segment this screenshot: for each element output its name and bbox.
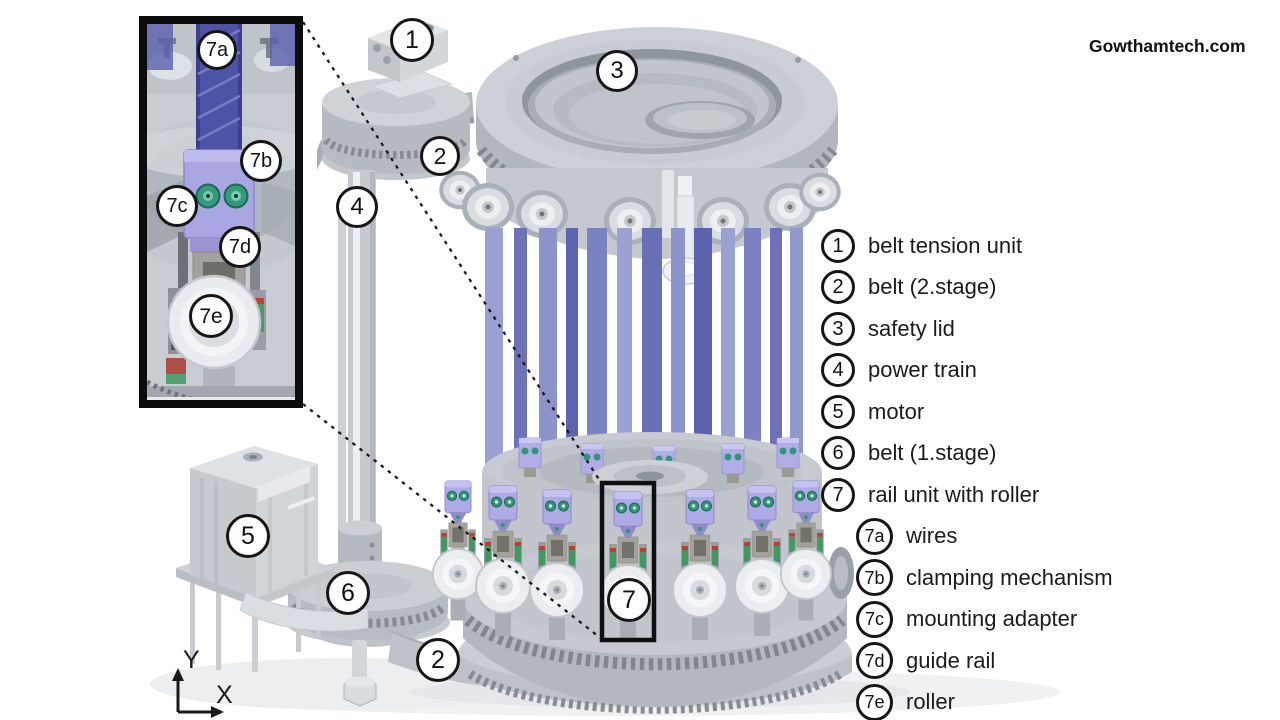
- safety-lid: [535, 60, 769, 148]
- legend-label: guide rail: [906, 647, 996, 673]
- callout-inset-guide-rail: 7d: [219, 226, 261, 268]
- legend-num: 6: [821, 436, 855, 471]
- y-axis-label: Y: [183, 646, 200, 674]
- legend-row-belt-stage1: 6 belt (1.stage): [821, 433, 1113, 475]
- callout-belt-stage1: 6: [326, 571, 370, 615]
- legend-row-clamping-mechanism: 7b clamping mechanism: [856, 557, 1113, 599]
- legend-label: wires: [906, 523, 958, 549]
- legend-label: mounting adapter: [906, 606, 1078, 632]
- base-bolt: [343, 640, 377, 707]
- zoom-dashed-lines: [302, 21, 604, 641]
- legend-num: 7c: [856, 600, 893, 638]
- callout-safety-lid: 3: [596, 50, 638, 92]
- callout-inset-roller: 7e: [189, 294, 233, 338]
- legend-label: belt (1.stage): [868, 440, 997, 466]
- legend-num: 7b: [856, 559, 893, 597]
- watermark: Gowthamtech.com: [1089, 36, 1246, 56]
- legend-num: 5: [821, 394, 855, 429]
- legend-num: 7a: [856, 517, 893, 555]
- belt-stage1: [239, 591, 369, 632]
- legend-row-rail-unit: 7 rail unit with roller: [821, 474, 1113, 516]
- callout-power-train: 4: [336, 186, 378, 228]
- motor: [176, 446, 334, 672]
- legend-row-power-train: 4 power train: [821, 350, 1113, 392]
- legend-label: rail unit with roller: [868, 481, 1040, 507]
- legend-num: 7e: [856, 683, 893, 720]
- x-axis-label: X: [216, 681, 233, 709]
- callout-belt-stage2-top: 2: [420, 136, 460, 176]
- callout-motor: 5: [226, 514, 270, 558]
- legend-num: 1: [821, 228, 855, 263]
- legend: 1 belt tension unit 2 belt (2.stage) 3 s…: [821, 225, 1113, 720]
- callout-inset-mounting: 7c: [156, 185, 198, 227]
- legend-row-roller: 7e roller: [856, 682, 1113, 720]
- zoom-target-rectangle: [599, 480, 657, 643]
- legend-label: roller: [906, 689, 955, 715]
- legend-row-motor: 5 motor: [821, 391, 1113, 433]
- legend-label: belt (2.stage): [868, 274, 997, 300]
- legend-num: 7d: [856, 642, 893, 680]
- legend-row-safety-lid: 3 safety lid: [821, 308, 1113, 350]
- legend-num: 7: [821, 477, 855, 512]
- rail-units: [431, 480, 854, 643]
- callout-rail-unit: 7: [607, 578, 651, 622]
- power-train-shaft: [338, 170, 376, 542]
- callout-belt-stage2-bottom: 2: [416, 638, 460, 682]
- legend-label: safety lid: [868, 315, 955, 341]
- legend-label: power train: [868, 357, 977, 383]
- legend-row-belt-stage2: 2 belt (2.stage): [821, 267, 1113, 309]
- legend-num: 3: [821, 311, 855, 346]
- legend-num: 4: [821, 353, 855, 388]
- legend-row-belt-tension-unit: 1 belt tension unit: [821, 225, 1113, 267]
- callout-inset-wires: 7a: [197, 30, 237, 70]
- legend-num: 2: [821, 270, 855, 305]
- legend-label: belt tension unit: [868, 232, 1023, 258]
- legend-label: clamping mechanism: [906, 564, 1113, 590]
- callout-inset-clamping: 7b: [240, 140, 282, 182]
- legend-row-guide-rail: 7d guide rail: [856, 640, 1113, 682]
- wires: [485, 228, 803, 490]
- inset-clamping-mechanism: [183, 148, 255, 270]
- legend-row-wires: 7a wires: [856, 516, 1113, 558]
- coordinate-axes: [172, 668, 224, 718]
- legend-row-mounting-adapter: 7c mounting adapter: [856, 599, 1113, 641]
- callout-belt-tension-unit: 1: [390, 18, 434, 62]
- legend-label: motor: [868, 398, 925, 424]
- inset-border: [139, 16, 303, 408]
